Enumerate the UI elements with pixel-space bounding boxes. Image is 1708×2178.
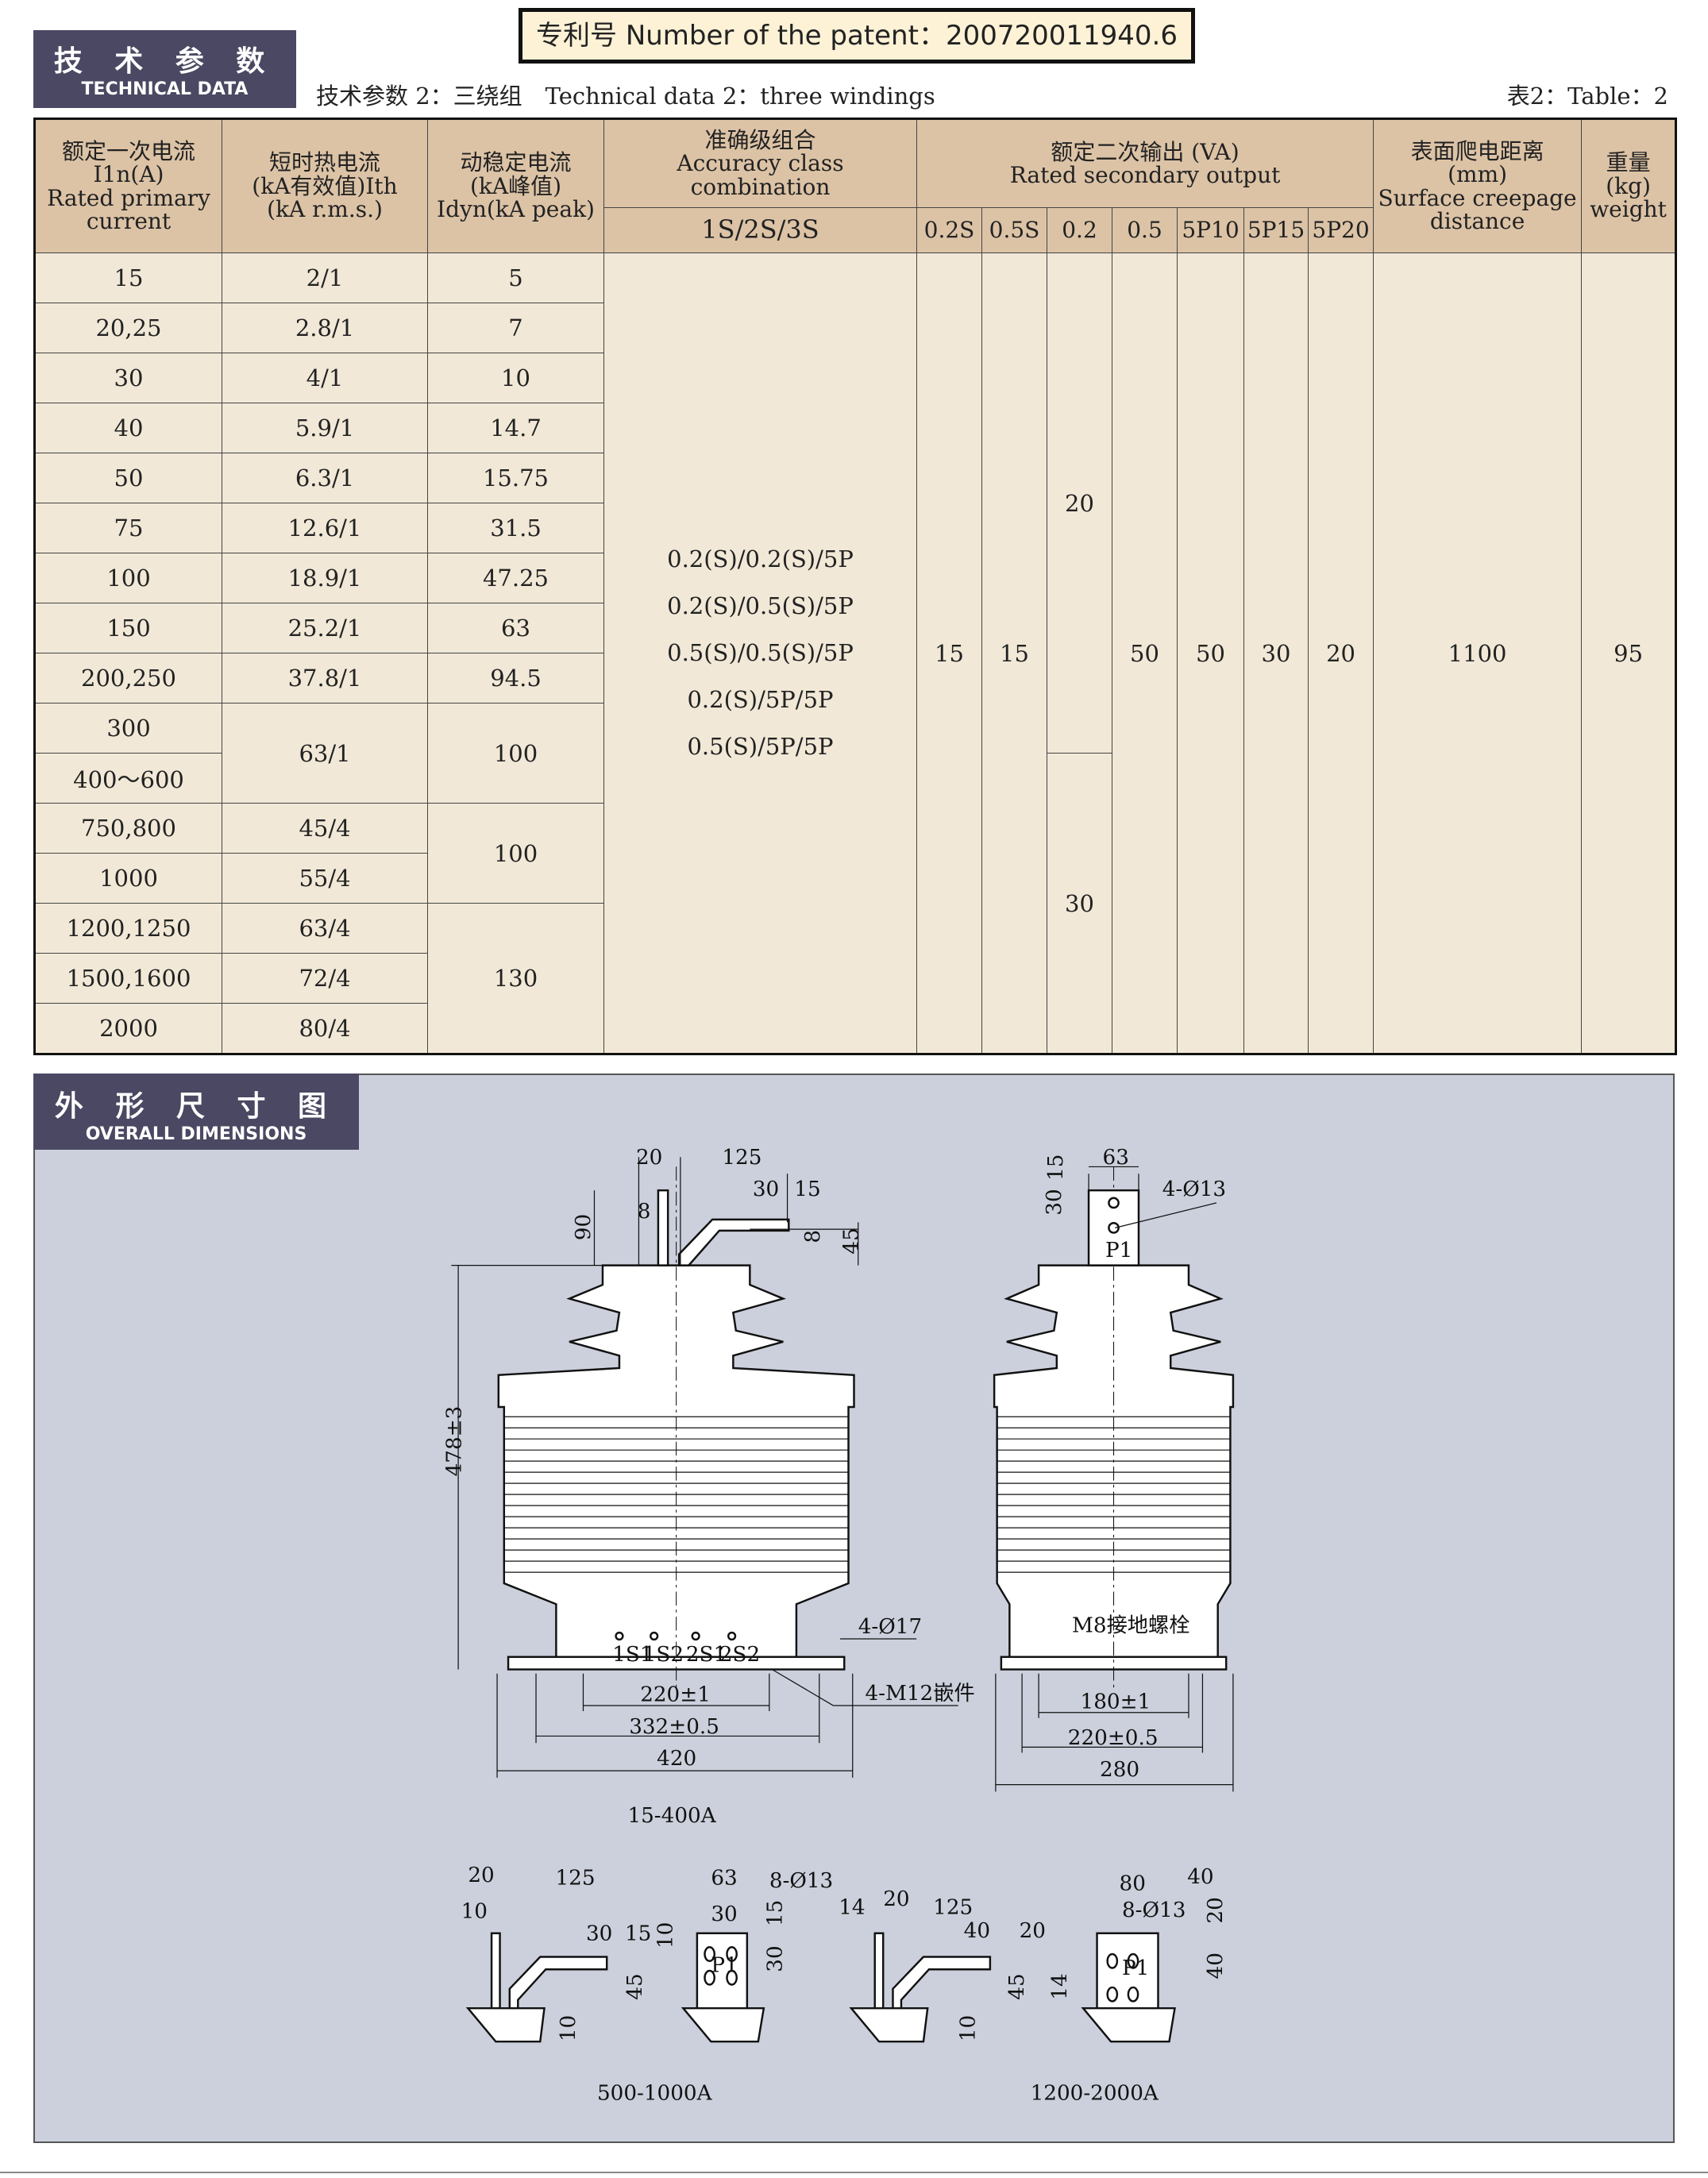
header-thermal-current: 短时热电流(kA有效值)Ith(kA r.m.s.) <box>222 118 428 253</box>
tag-cn: 技 术 参 数 <box>53 45 276 78</box>
primary-current-cell: 1200,1250 <box>34 903 222 954</box>
accuracy-cell: 0.2(S)/0.2(S)/5P 0.2(S)/0.5(S)/5P 0.5(S)/0… <box>603 252 917 1054</box>
table-number: 表2：Table：2 <box>1506 83 1668 110</box>
thermal-current-cell: 63/1 <box>222 703 428 804</box>
output-5P20-cell: 20 <box>1307 252 1374 1054</box>
primary-current-cell: 1000 <box>34 853 222 904</box>
accuracy-combination: 0.2(S)/0.2(S)/5P <box>667 545 854 572</box>
thermal-current-cell: 63/4 <box>222 903 428 954</box>
thermal-current-cell: 5.9/1 <box>222 403 428 453</box>
dynamic-current-cell: 7 <box>427 303 604 353</box>
dynamic-current-cell: 47.25 <box>427 553 604 603</box>
tag-en: OVERALL DIMENSIONS <box>85 1124 307 1144</box>
creepage-cell: 1100 <box>1373 252 1583 1054</box>
primary-current-cell: 30 <box>34 353 222 403</box>
header-output-sub: 5P15 <box>1243 207 1309 253</box>
dynamic-current-cell: 5 <box>427 252 604 303</box>
primary-current-cell: 750,800 <box>34 803 222 854</box>
dynamic-current-cell: 94.5 <box>427 653 604 704</box>
output-5P15-cell: 30 <box>1243 252 1309 1054</box>
dynamic-current-cell: 100 <box>427 803 604 904</box>
patent-number: 专利号 Number of the patent：200720011940.6 <box>519 8 1195 64</box>
thermal-current-cell: 80/4 <box>222 1003 428 1054</box>
thermal-current-cell: 12.6/1 <box>222 503 428 553</box>
dynamic-current-cell: 10 <box>427 353 604 403</box>
accuracy-combination: 0.2(S)/5P/5P <box>687 686 834 713</box>
accuracy-combination: 0.5(S)/5P/5P <box>687 733 834 760</box>
thermal-current-cell: 37.8/1 <box>222 653 428 704</box>
header-output-sub: 0.2S <box>916 207 982 253</box>
thermal-current-cell: 45/4 <box>222 803 428 854</box>
output-0.2S-cell: 15 <box>916 252 982 1054</box>
dynamic-current-cell: 15.75 <box>427 453 604 503</box>
thermal-current-cell: 18.9/1 <box>222 553 428 603</box>
primary-current-cell: 75 <box>34 503 222 553</box>
output-0.5-cell: 50 <box>1112 252 1178 1054</box>
tag-en: TECHNICAL DATA <box>81 79 249 99</box>
header-dynamic-current: 动稳定电流(kA峰值)Idyn(kA peak) <box>427 118 604 253</box>
thermal-current-cell: 2.8/1 <box>222 303 428 353</box>
header-output-sub: 5P10 <box>1177 207 1244 253</box>
header-accuracy-sub: 1S/2S/3S <box>603 207 917 253</box>
header-output-sub: 0.2 <box>1047 207 1112 253</box>
primary-current-cell: 100 <box>34 553 222 603</box>
dimensions-panel <box>33 1074 1675 2143</box>
primary-current-cell: 2000 <box>34 1003 222 1054</box>
dynamic-current-cell: 100 <box>427 703 604 804</box>
overall-dimensions-tag: 外 形 尺 寸 图 OVERALL DIMENSIONS <box>33 1074 359 1150</box>
header-output: 额定二次输出 (VA)Rated secondary output <box>916 118 1374 208</box>
output-0.5S-cell: 15 <box>981 252 1047 1054</box>
dynamic-current-cell: 31.5 <box>427 503 604 553</box>
tag-cn: 外 形 尺 寸 图 <box>54 1090 338 1123</box>
thermal-current-cell: 55/4 <box>222 853 428 904</box>
header-output-sub: 0.5S <box>981 207 1047 253</box>
header-weight: 重量(kg)weight <box>1581 118 1677 253</box>
primary-current-cell: 200,250 <box>34 653 222 704</box>
thermal-current-cell: 25.2/1 <box>222 603 428 653</box>
primary-current-cell: 20,25 <box>34 303 222 353</box>
primary-current-cell: 15 <box>34 252 222 303</box>
output-0.2-cell: 20 <box>1047 252 1112 754</box>
primary-current-cell: 40 <box>34 403 222 453</box>
dynamic-current-cell: 63 <box>427 603 604 653</box>
primary-current-cell: 150 <box>34 603 222 653</box>
technical-data-tag: 技 术 参 数 TECHNICAL DATA <box>33 30 296 108</box>
dynamic-current-cell: 130 <box>427 903 604 1054</box>
table-subtitle: 技术参数 2：三绕组 Technical data 2：three windin… <box>316 83 935 110</box>
primary-current-cell: 400～600 <box>34 753 222 804</box>
accuracy-combination: 0.2(S)/0.5(S)/5P <box>667 592 854 619</box>
primary-current-cell: 300 <box>34 703 222 754</box>
dynamic-current-cell: 14.7 <box>427 403 604 453</box>
accuracy-combination: 0.5(S)/0.5(S)/5P <box>667 639 854 666</box>
thermal-current-cell: 72/4 <box>222 953 428 1004</box>
header-output-sub: 5P20 <box>1307 207 1374 253</box>
output-0.2-cell: 30 <box>1047 753 1112 1054</box>
thermal-current-cell: 2/1 <box>222 252 428 303</box>
thermal-current-cell: 4/1 <box>222 353 428 403</box>
footer-divider <box>0 2172 1708 2173</box>
header-output-sub: 0.5 <box>1112 207 1178 253</box>
thermal-current-cell: 6.3/1 <box>222 453 428 503</box>
weight-cell: 95 <box>1581 252 1677 1054</box>
primary-current-cell: 50 <box>34 453 222 503</box>
output-5P10-cell: 50 <box>1177 252 1244 1054</box>
primary-current-cell: 1500,1600 <box>34 953 222 1004</box>
